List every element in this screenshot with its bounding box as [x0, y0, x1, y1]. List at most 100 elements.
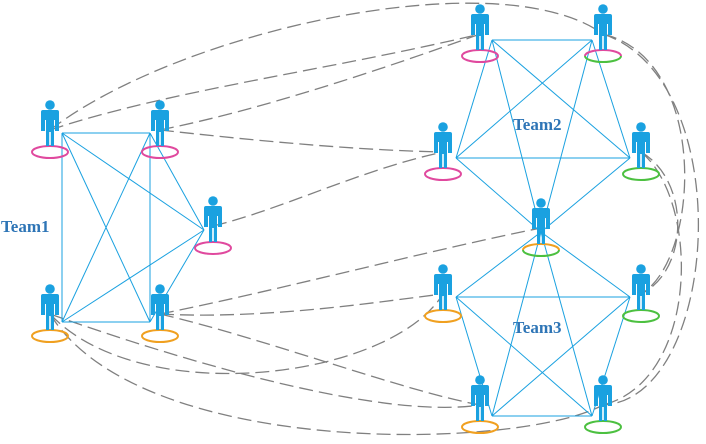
ring-magenta [424, 167, 462, 181]
dashed-link-t1e-t3c [159, 313, 481, 406]
person-body [632, 274, 650, 310]
person-t3d [584, 375, 622, 434]
solid-link-t3a-shared [455, 231, 542, 298]
solid-link-t2a-t2d [491, 39, 631, 159]
person-body [41, 110, 59, 146]
person-t3b [622, 264, 660, 323]
person-body [151, 110, 169, 146]
person-head [475, 375, 485, 385]
person-body [204, 206, 222, 242]
person-body [532, 208, 550, 244]
solid-link-t3a-t3d [455, 296, 593, 417]
person-icon [594, 375, 612, 421]
person-icon [632, 122, 650, 168]
person-body [594, 14, 612, 50]
team1-label: Team1 [1, 217, 50, 236]
person-icon [151, 100, 169, 146]
person-t2c [424, 122, 462, 181]
dashed-link-t1e-t3a [159, 293, 444, 316]
ring-orange [461, 420, 499, 434]
person-body [434, 274, 452, 310]
person-shared [522, 198, 560, 257]
team2-label: Team2 [513, 115, 562, 134]
ring-half-green [522, 249, 560, 257]
person-head [636, 264, 646, 274]
team3-label: Team3 [513, 318, 562, 337]
person-body [434, 132, 452, 168]
solid-link-t1d-t1c [61, 229, 205, 323]
ring-half-magenta [584, 49, 622, 57]
solid-link-t1b-t1d [61, 132, 151, 323]
person-body [471, 385, 489, 421]
person-t2d [622, 122, 660, 181]
ring-orange [424, 309, 462, 323]
person-t1d [31, 284, 69, 343]
person-head [438, 122, 448, 132]
dashed-link-t2b-t3d [602, 33, 700, 406]
person-body [594, 385, 612, 421]
solid-link-t3b-t3c [491, 296, 631, 417]
dashed-link-t2d-t3d [602, 151, 682, 406]
dashed-link-t1a-t2b [49, 2, 604, 131]
ring-orange [141, 329, 179, 343]
solid-link-t2b-shared [540, 39, 593, 233]
person-head [155, 284, 165, 294]
dashed-link-t2b-t3b [602, 33, 686, 295]
solid-link-t2a-t2c [455, 39, 493, 159]
person-head [636, 122, 646, 132]
person-icon [41, 284, 59, 330]
people-nodes [31, 4, 660, 434]
dashed-link-t1d-t3c [49, 313, 481, 408]
ring-magenta [194, 241, 232, 255]
ring-magenta [31, 145, 69, 159]
ring-half-green [584, 55, 622, 63]
ring-magenta [141, 145, 179, 159]
person-icon [434, 122, 452, 168]
person-body [41, 294, 59, 330]
solid-link-t1b-t1c [149, 132, 205, 231]
person-icon [41, 100, 59, 146]
person-t1e [141, 284, 179, 343]
dashed-link-t1e-shared [159, 227, 542, 315]
solid-link-t2b-t2d [591, 39, 631, 159]
solid-link-t2d-shared [540, 157, 631, 233]
person-t1a [31, 100, 69, 159]
person-body [471, 14, 489, 50]
solid-link-t1a-t1c [61, 132, 205, 231]
person-head [475, 4, 485, 14]
ring-green [622, 309, 660, 323]
person-head [208, 196, 218, 206]
person-icon [471, 375, 489, 421]
person-t3a [424, 264, 462, 323]
person-head [45, 284, 55, 294]
person-t2b [584, 4, 622, 63]
solid-link-t3b-shared [540, 231, 631, 298]
ring-half-orange [522, 243, 560, 251]
person-t1c [194, 196, 232, 255]
dashed-links [49, 2, 700, 436]
ring-orange [31, 329, 69, 343]
dashed-link-t1d-t3a [49, 293, 444, 375]
dashed-link-t1b-t2c [159, 129, 444, 153]
solid-link-t2c-shared [455, 157, 542, 233]
solid-link-t3d-shared [540, 231, 593, 417]
dashed-link-t1d-t3d [49, 313, 604, 436]
person-icon [594, 4, 612, 50]
person-icon [151, 284, 169, 330]
person-icon [471, 4, 489, 50]
ring-green [584, 420, 622, 434]
solid-link-t2a-shared [491, 39, 542, 233]
person-head [155, 100, 165, 110]
person-icon [204, 196, 222, 242]
solid-links [61, 39, 631, 417]
person-head [598, 375, 608, 385]
dashed-link-t1c-t2c [212, 151, 444, 227]
person-icon [532, 198, 550, 244]
person-head [45, 100, 55, 110]
ring-magenta [461, 49, 499, 63]
person-body [632, 132, 650, 168]
person-head [598, 4, 608, 14]
solid-link-t2b-t2c [455, 39, 593, 159]
person-t2a [461, 4, 499, 63]
ring-green [622, 167, 660, 181]
